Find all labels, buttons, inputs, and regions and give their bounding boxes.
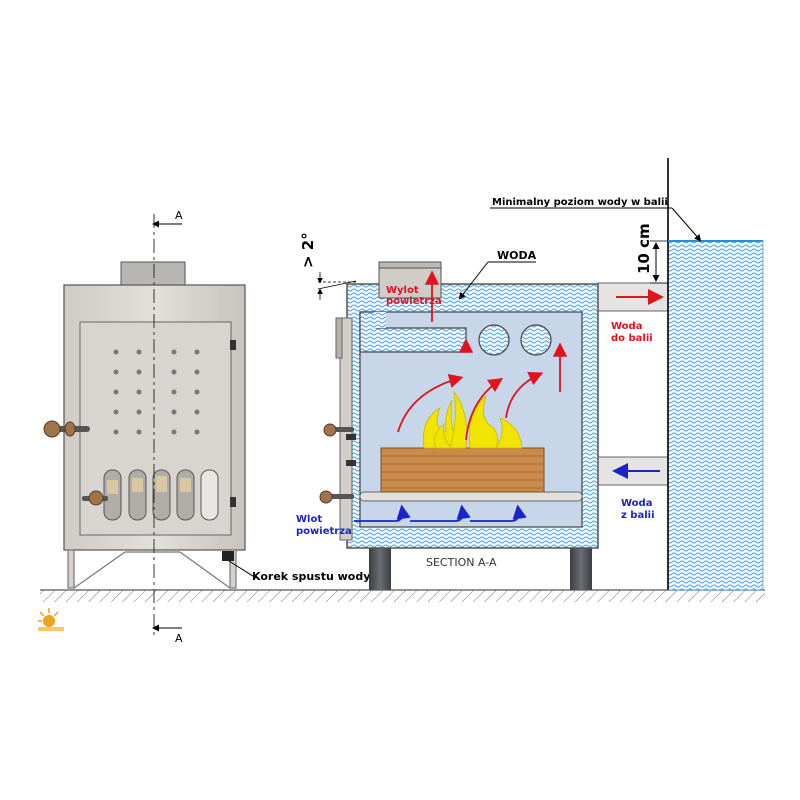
level-dimension-label: 10 cm [635,223,653,274]
section-leg-right [570,548,592,590]
air-inlet-arrows [354,504,527,522]
stove-stand [67,549,237,589]
air-damper-knob [82,490,108,506]
air-outlet-label-2: powietrza [386,296,442,307]
drain-plug-label: Korek spustu wody [252,570,370,583]
firewood [380,447,545,493]
water-from-tub-label-1: Woda [621,498,652,509]
brand-logo [38,608,64,631]
level-dimension [650,240,668,284]
section-title: SECTION A-A [426,556,497,569]
door-vent-holes [113,349,200,435]
min-water-level-label: Minimalny poziom wody w balii [492,197,668,208]
water-to-tub-label-2: do balii [611,333,653,344]
air-inlet-slots [103,469,219,521]
section-line: A A [152,209,183,645]
door-hinge [230,340,236,350]
door-handle [43,420,90,438]
section-leg-left [369,548,391,590]
slope-annotation [317,272,357,300]
door-hinge [230,497,236,507]
grate [359,491,583,502]
slope-label: > 2° [299,232,317,268]
tub-water [667,240,764,591]
water-tube [520,324,552,356]
water-from-tub-label-2: z balii [621,510,655,521]
water-to-tub-label-1: Woda [611,321,642,332]
water-label: WODA [497,249,537,262]
section-marker-top: A [175,209,183,222]
ground [40,589,765,602]
drain-plug-leader [228,560,257,579]
section-marker-bottom: A [175,632,183,645]
air-inlet-label-1: Wlot [296,514,322,525]
section-door-handle [323,423,354,437]
section-air-knob [319,490,354,504]
hot-gas-arrows [397,270,568,441]
air-outlet-label-1: Wylot [386,285,419,296]
front-view-stove [43,261,246,589]
drain-plug [222,551,234,561]
air-inlet-label-2: powietrza [296,526,352,537]
chimney-collar [120,261,186,287]
flames [422,390,523,449]
water-tube [478,324,510,356]
